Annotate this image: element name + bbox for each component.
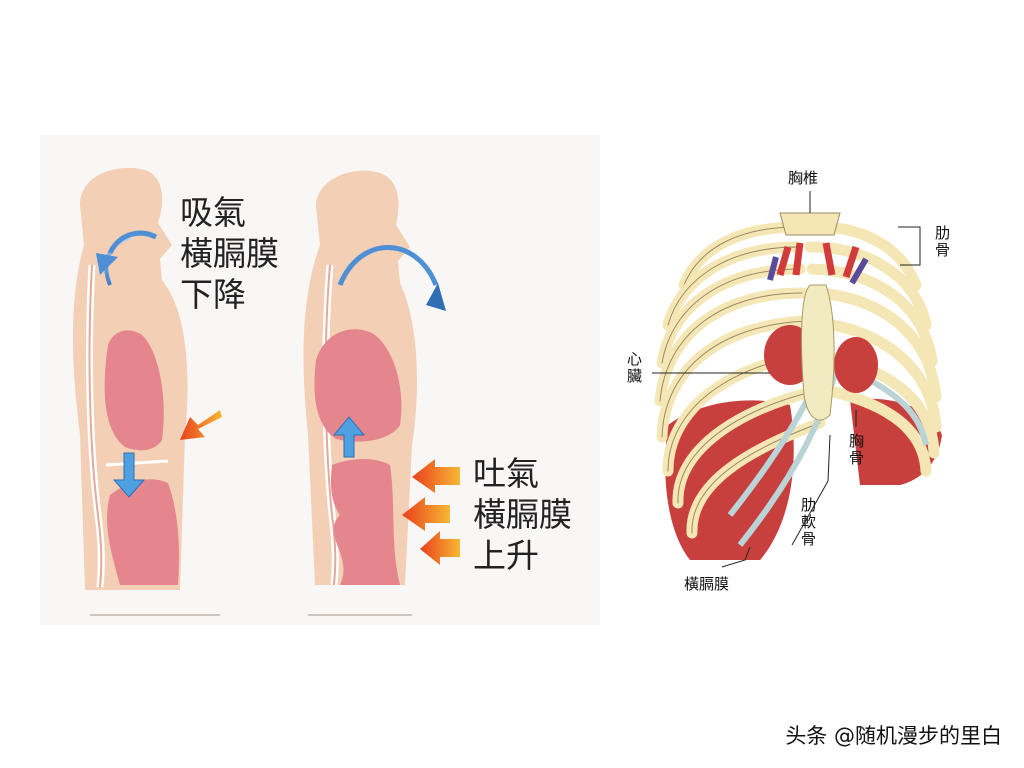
exhale-direction: 上升 (473, 536, 539, 575)
diaphragm-up-arrow (332, 416, 366, 458)
exhale-air-arrow (337, 245, 439, 286)
exhale-figure (303, 170, 460, 586)
exhale-title: 吐氣 (473, 454, 539, 493)
exhale-inward-arrow-2 (402, 497, 450, 531)
diaphragm-down-arrow (112, 452, 146, 498)
sternum-label: 胸骨 (848, 432, 864, 467)
inhale-air-arrow (107, 230, 158, 255)
ribs-label: 肋骨 (934, 224, 950, 259)
breathing-illustration (72, 167, 460, 616)
heart-label: 心臟 (626, 350, 642, 385)
inhale-direction: 下降 (180, 275, 246, 314)
exhale-lung (314, 329, 402, 442)
exhale-inward-arrow-3 (420, 531, 460, 565)
inhale-label: 吸氣橫膈膜下降 (180, 192, 279, 315)
inhale-diaphragm: 橫膈膜 (180, 234, 279, 273)
leader-lines (652, 191, 921, 568)
inhale-inward-arrow (180, 410, 222, 440)
exhale-diaphragm: 橫膈膜 (473, 495, 572, 534)
exhale-abdomen (330, 459, 400, 585)
sternum-bone (801, 284, 835, 421)
inhale-abdomen (107, 479, 179, 585)
exhale-label: 吐氣橫膈膜上升 (473, 453, 572, 576)
inhale-title: 吸氣 (180, 193, 246, 232)
watermark-text: 头条 @随机漫步的里白 (785, 724, 1002, 748)
diaphragm-label: 橫膈膜 (684, 575, 730, 593)
ribcage-illustration (652, 191, 942, 568)
inhale-figure (72, 167, 222, 590)
breathing-diagram-panel: 吸氣橫膈膜下降 吐氣橫膈膜上升 (40, 135, 600, 625)
inhale-lung (104, 330, 164, 451)
vertebra-bone (779, 212, 841, 236)
exhale-inward-arrow-1 (412, 459, 460, 493)
costal-cartilage-label: 肋軟骨 (800, 496, 816, 548)
ribcage-diagram-panel: 胸椎 肋骨 心臟 胸骨 肋軟骨 橫膈膜 (620, 165, 990, 605)
thoracic-vertebrae-label: 胸椎 (788, 169, 819, 187)
